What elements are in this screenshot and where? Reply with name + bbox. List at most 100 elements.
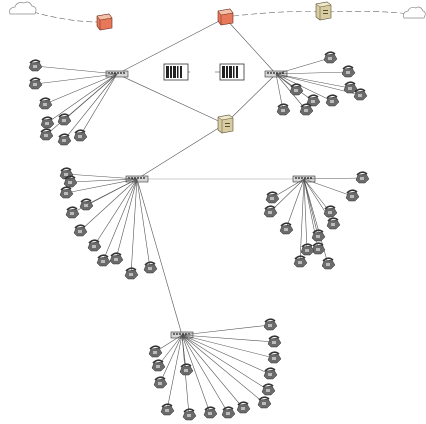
ip-phone-icon (73, 224, 88, 237)
ip-phone-icon (265, 191, 280, 204)
ip-phone-icon (267, 351, 282, 364)
wan-link-cloud-right (327, 11, 411, 15)
link-server-switch-mid (136, 123, 226, 180)
wan-link-right (232, 11, 319, 17)
phone-link (79, 73, 118, 137)
ip-phone-icon (326, 217, 341, 230)
phone-link (275, 57, 331, 75)
phone-link (181, 334, 275, 359)
ip-phone-icon (323, 51, 338, 64)
phone-link (34, 65, 118, 75)
ip-phone-icon (38, 97, 53, 110)
phone-link (130, 178, 138, 275)
link-switch-right-server (224, 73, 277, 125)
phone-link (166, 334, 183, 411)
firewall-left (163, 63, 189, 81)
ip-phone-icon (257, 396, 272, 409)
ip-phone-icon (39, 128, 54, 141)
ip-phone-icon (345, 189, 360, 202)
ip-phone-icon (160, 403, 175, 416)
phone-link (34, 73, 118, 85)
ip-phone-icon (87, 239, 102, 252)
phone-link (65, 178, 138, 194)
ip-phone-icon (109, 252, 124, 265)
ip-phone-icon (96, 254, 111, 267)
ip-phone-icon (311, 229, 326, 242)
ip-phone-icon (263, 318, 278, 331)
server-top-right (315, 1, 332, 21)
phone-link (303, 177, 363, 180)
phone-link (63, 73, 118, 141)
cloud-right (403, 6, 426, 19)
phone-link (275, 71, 349, 75)
phone-link (299, 178, 305, 263)
link-router-core-switch-right (224, 17, 277, 75)
ip-phone-icon (236, 401, 251, 414)
phone-link (65, 173, 138, 180)
phone-link (303, 178, 308, 251)
ip-phone-icon (79, 198, 94, 211)
phone-link (275, 73, 333, 102)
ip-phone-icon (321, 257, 336, 270)
phone-link (275, 73, 351, 89)
ip-phone-icon (221, 406, 236, 419)
ip-phone-icon (263, 367, 278, 380)
router-edge (96, 13, 113, 31)
ip-phones (28, 51, 370, 421)
ip-phone-icon (299, 103, 314, 116)
ip-phone-icon (325, 94, 340, 107)
ip-phone-icon (311, 242, 326, 255)
ip-phone-icon (179, 363, 194, 376)
phone-link (69, 178, 138, 183)
ip-phone-icon (279, 222, 294, 235)
ip-phone-icon (289, 83, 304, 96)
ip-phone-icon (151, 359, 166, 372)
link-switch-mid-switch-bottom (136, 178, 183, 336)
phone-link (269, 178, 305, 213)
phone-link (102, 178, 138, 262)
ip-phone-icon (40, 116, 55, 129)
phone-link (79, 178, 138, 232)
phone-link (44, 73, 118, 105)
ip-phone-icon (59, 186, 74, 199)
ip-phone-icon (153, 376, 168, 389)
phone-link (181, 324, 271, 336)
cloud-left (9, 1, 37, 15)
phone-link (63, 73, 118, 121)
ip-phone-icon (300, 243, 315, 256)
link-router-core-switch-left (116, 17, 226, 75)
ip-phone-icon (261, 383, 276, 396)
phone-link (303, 178, 319, 237)
ip-phone-icon (263, 205, 278, 218)
phone-link (181, 334, 229, 414)
phone-link (159, 334, 183, 384)
ip-phone-icon (182, 408, 197, 421)
ip-phone-icon (267, 335, 282, 348)
phone-link (303, 178, 353, 197)
phone-link (285, 178, 305, 230)
ip-phone-icon (57, 133, 72, 146)
ip-phone-icon (276, 103, 291, 116)
phone-link (271, 178, 305, 199)
ip-phone-icon (341, 65, 356, 78)
router-core (217, 8, 234, 26)
phone-link (85, 178, 138, 206)
ip-phone-icon (143, 261, 158, 274)
ip-phone-icon (65, 206, 80, 219)
phone-link (181, 334, 244, 409)
phone-link (115, 178, 138, 260)
firewall-right (219, 63, 245, 81)
ip-phone-icon (355, 171, 370, 184)
phone-link (181, 334, 275, 343)
phone-link (303, 178, 331, 213)
server-core (217, 114, 234, 134)
backbone-links (32, 11, 411, 336)
ip-phone-icon (203, 406, 218, 419)
phone-link (181, 334, 269, 391)
phone-link (136, 178, 151, 269)
phone-link (181, 334, 265, 404)
ip-phone-icon (323, 205, 338, 218)
phone-link (93, 178, 138, 247)
phone-link (181, 334, 271, 375)
